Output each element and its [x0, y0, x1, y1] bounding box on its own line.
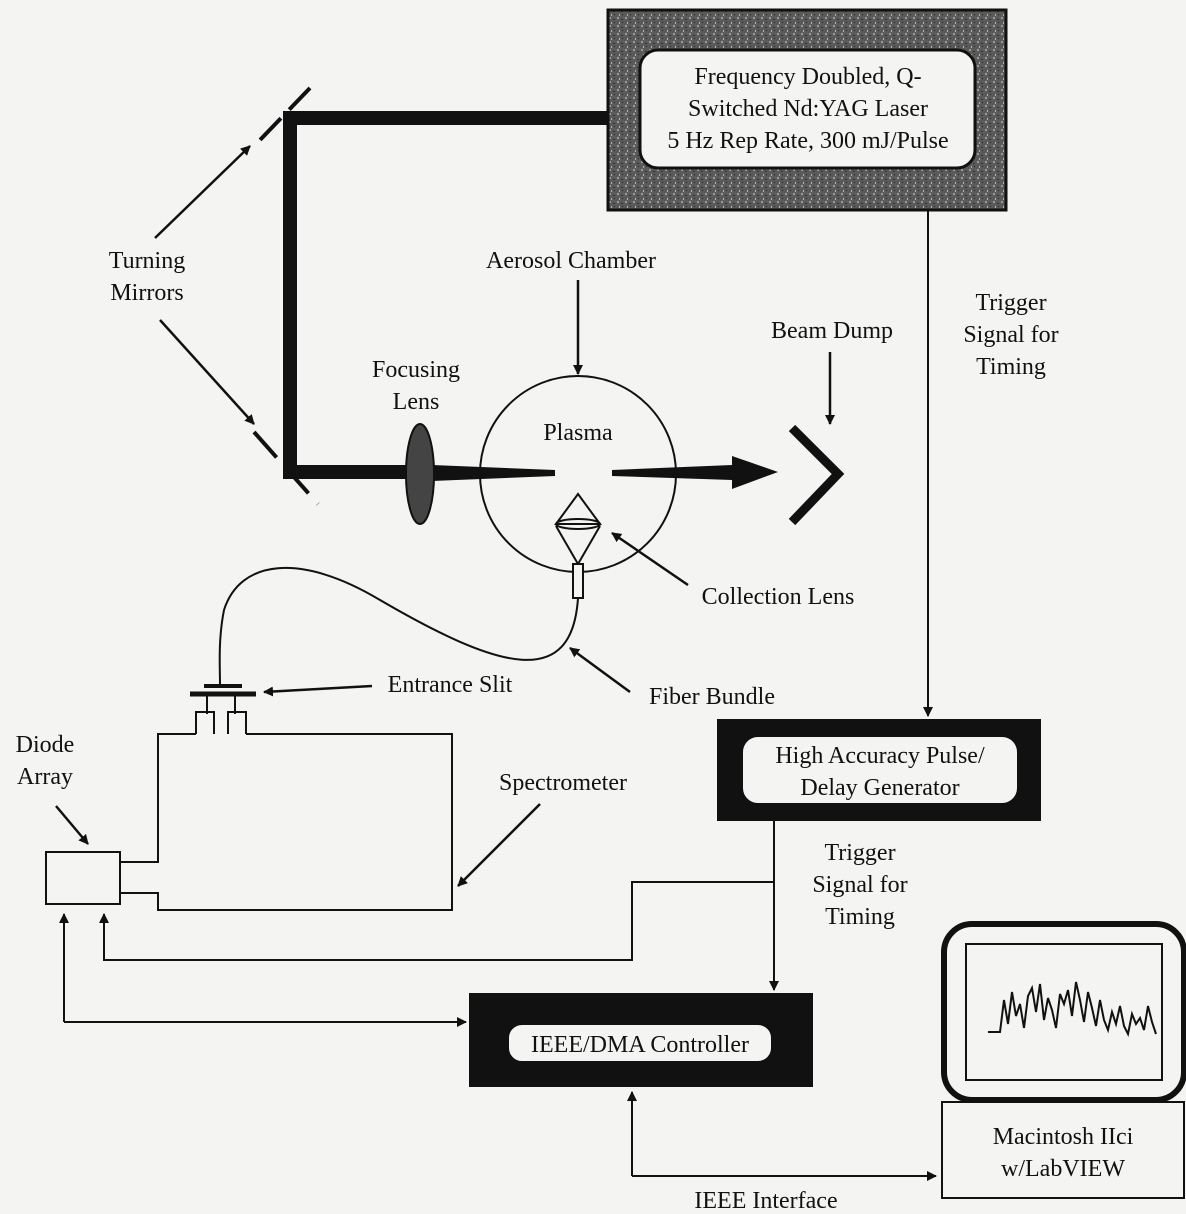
macintosh-line-2: w/LabVIEW — [1001, 1156, 1125, 1182]
trigger-bottom-line-2: Signal for — [812, 872, 907, 898]
turning-mirror-arrow-top — [154, 145, 251, 239]
fiber-bundle-arrow — [569, 646, 631, 694]
trigger-to-diode-array — [99, 881, 774, 961]
spectrum-trace — [988, 981, 1157, 1038]
trigger-bottom-line-1: Trigger — [824, 840, 895, 866]
pulse-generator-line-1: High Accuracy Pulse/ — [775, 743, 985, 769]
fiber-bundle — [218, 566, 579, 685]
turning-mirrors-line-1: Turning — [109, 248, 185, 274]
laser-box: Frequency Doubled, Q- Switched Nd:YAG La… — [606, 8, 1008, 212]
macintosh-monitor — [941, 921, 1186, 1103]
ieee-controller-label: IEEE/DMA Controller — [531, 1032, 749, 1058]
beam-dump — [788, 424, 845, 526]
collection-lens — [554, 492, 602, 599]
spectrometer-arrow — [457, 803, 541, 887]
macintosh-base — [941, 1101, 1185, 1199]
focusing-lens-line-1: Focusing — [372, 357, 460, 383]
trigger-top-line-2: Signal for — [963, 322, 1058, 348]
collection-lens-arrow — [611, 531, 689, 587]
fiber-bundle-label: Fiber Bundle — [649, 684, 775, 710]
trigger-top-line-1: Trigger — [975, 290, 1046, 316]
focusing-lens-line-2: Lens — [393, 389, 440, 415]
ieee-interface-label: IEEE Interface — [694, 1188, 837, 1214]
beam-dump-label: Beam Dump — [771, 318, 893, 344]
diode-array — [45, 851, 121, 905]
turning-mirror-bottom — [252, 430, 320, 506]
laser-beam-path — [283, 111, 778, 489]
ieee-dma-controller: IEEE/DMA Controller — [469, 993, 813, 1087]
aerosol-chamber-label: Aerosol Chamber — [486, 248, 656, 274]
plasma-label: Plasma — [543, 420, 613, 446]
spectrometer-outline-left — [120, 733, 196, 863]
macintosh-line-1: Macintosh IIci — [993, 1124, 1134, 1150]
turning-mirrors-line-2: Mirrors — [110, 280, 183, 306]
spectrometer-outline-right — [120, 733, 453, 911]
laser-line-3: 5 Hz Rep Rate, 300 mJ/Pulse — [667, 128, 948, 154]
spectrometer-label: Spectrometer — [499, 770, 627, 796]
diode-array-line-1: Diode — [16, 732, 75, 758]
focused-beam — [432, 465, 555, 481]
laser-line-2: Switched Nd:YAG Laser — [688, 96, 928, 122]
entrance-slit — [190, 684, 256, 734]
exit-beam — [612, 456, 778, 489]
turning-mirror-top — [258, 86, 312, 142]
entrance-slit-label: Entrance Slit — [388, 672, 513, 698]
collection-lens-label: Collection Lens — [702, 584, 855, 610]
trigger-bottom-line-3: Timing — [825, 904, 895, 930]
diode-array-line-2: Array — [17, 764, 73, 790]
trigger-top-line-3: Timing — [976, 354, 1046, 380]
diode-array-arrow — [55, 805, 89, 845]
entrance-slit-arrow — [263, 684, 373, 697]
focusing-lens — [405, 423, 435, 525]
laser-line-1: Frequency Doubled, Q- — [694, 64, 921, 90]
turning-mirror-arrow-bottom — [159, 319, 255, 425]
pulse-generator-line-2: Delay Generator — [800, 775, 959, 801]
pulse-delay-generator: High Accuracy Pulse/ Delay Generator — [717, 719, 1041, 821]
